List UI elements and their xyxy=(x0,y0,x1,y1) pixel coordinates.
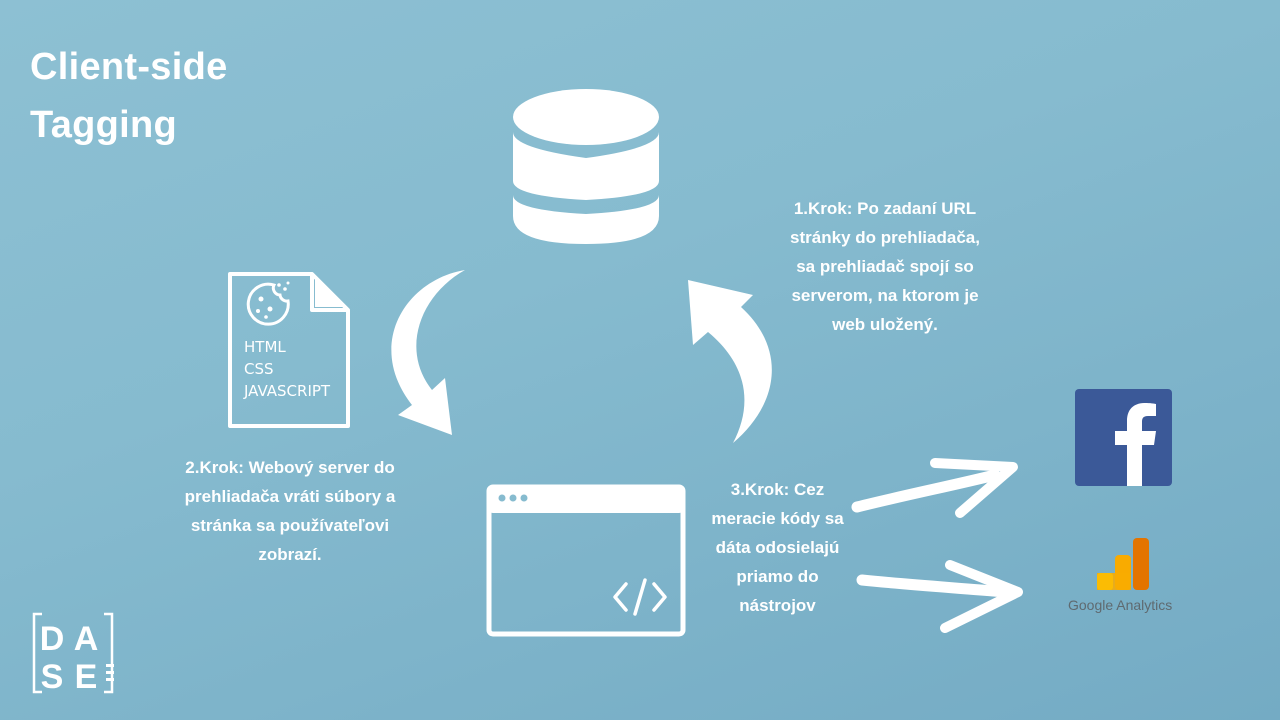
logo-letter-a: A xyxy=(74,620,99,658)
dase-logo: D A S E xyxy=(32,612,114,696)
step-1-line: web uložený. xyxy=(832,315,938,334)
curved-arrow-up xyxy=(688,280,772,443)
facebook-icon xyxy=(1075,389,1172,486)
browser-window-icon xyxy=(486,484,686,637)
doc-line-js: JAVASCRIPT xyxy=(244,382,331,400)
step-1-line: 1.Krok: Po zadaní URL xyxy=(793,199,977,218)
page-title: Client-side Tagging xyxy=(30,38,330,154)
step-2-line: prehliadača vráti súbory a xyxy=(184,487,396,506)
step-3-line: meracie kódy sa xyxy=(711,509,844,528)
title-line-1: Client-side xyxy=(30,46,228,88)
logo-letter-s: S xyxy=(41,658,64,696)
step-1-line: sa prehliadač spojí so xyxy=(796,257,974,276)
cookie-icon xyxy=(246,281,290,326)
step-2-line: stránka sa používateľovi xyxy=(190,516,390,535)
step-2-line: 2.Krok: Webový server do xyxy=(185,458,395,477)
step-2-text: 2.Krok: Webový server do prehliadača vrá… xyxy=(160,453,420,569)
logo-letter-d: D xyxy=(40,620,65,658)
step-1-line: serverom, na ktorom je xyxy=(791,286,979,305)
curved-arrow-down xyxy=(391,270,465,435)
step-1-text: 1.Krok: Po zadaní URL stránky do prehlia… xyxy=(770,194,1000,339)
step-3-line: priamo do xyxy=(736,567,819,586)
step-3-line: dáta odosielajú xyxy=(715,538,840,557)
doc-line-html: HTML xyxy=(244,338,286,356)
logo-letter-e: E xyxy=(75,658,98,696)
arrow-to-google-analytics xyxy=(856,560,1023,633)
step-3-line: nástrojov xyxy=(739,596,816,615)
document-icon xyxy=(228,272,350,428)
step-2-line: zobrazí. xyxy=(258,545,322,564)
title-line-2: Tagging xyxy=(30,104,178,146)
step-3-line: 3.Krok: Cez xyxy=(730,480,825,499)
google-analytics-label: Google Analytics xyxy=(1068,597,1173,613)
step-3-text: 3.Krok: Cez meracie kódy sa dáta odosiel… xyxy=(695,475,860,620)
step-1-line: stránky do prehliadača, xyxy=(790,228,980,247)
database-icon xyxy=(513,89,659,244)
arrow-to-facebook xyxy=(851,458,1018,518)
google-analytics-icon xyxy=(1097,538,1149,590)
document-file-types: HTML CSS JAVASCRIPT xyxy=(244,336,330,402)
doc-line-css: CSS xyxy=(244,360,274,378)
code-icon xyxy=(613,578,667,616)
